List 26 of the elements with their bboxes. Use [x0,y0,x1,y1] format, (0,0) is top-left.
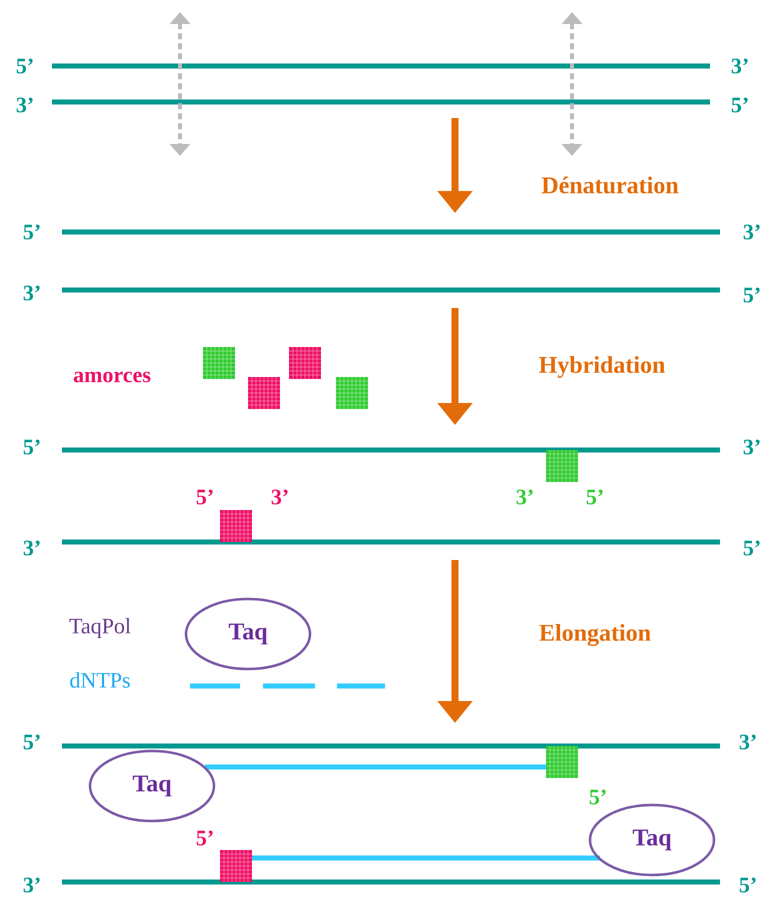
step-label: Elongation [539,624,651,646]
strand-end-label: 5’ [740,878,756,892]
step-label: Hybridation [539,356,665,378]
primer-end-label: 5’ [196,490,213,504]
strand-end-label: 3’ [24,878,40,892]
strand-end-label: 3’ [744,440,760,454]
strand-end-label: 5’ [24,224,40,240]
strand-end-label: 3’ [24,540,40,556]
strand-end-label: 3’ [740,734,756,750]
strand-end-label: 3’ [732,58,748,74]
step-label: Dénaturation [542,176,678,194]
strand-end-label: 3’ [744,224,760,240]
strand-end-label: 3’ [16,98,33,112]
primer-end-label: 5’ [586,490,603,504]
strand-end-label: 5’ [16,58,33,74]
enzyme-label: TaqPol [69,618,131,638]
strand-end-label: 5’ [24,440,40,454]
strand-end-label: 3’ [24,286,40,300]
primer-label: amorces [74,372,150,382]
strand-end-label: 5’ [744,288,760,302]
strand-end-label: 5’ [732,98,748,112]
strand-end-label: 5’ [24,734,40,750]
primer-end-label: 3’ [272,490,288,504]
primer-end-label: 3’ [516,490,533,504]
nucleotide-label: dNTPs [70,672,130,688]
strand-end-label: 5’ [744,540,760,556]
